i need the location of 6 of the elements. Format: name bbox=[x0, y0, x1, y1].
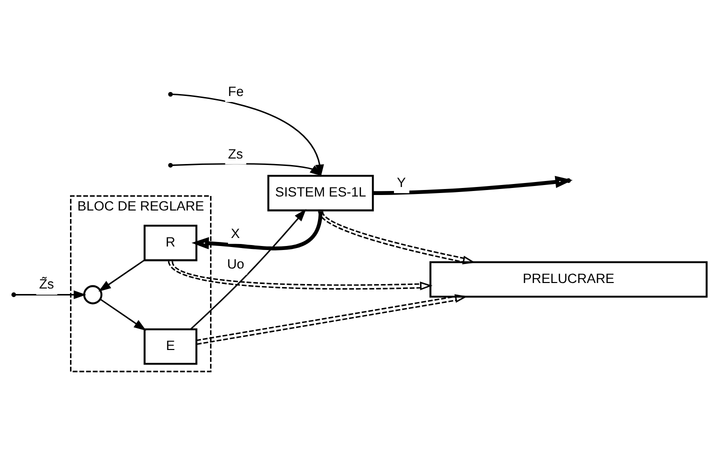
edge-label: Y bbox=[396, 174, 406, 190]
edge-label: Fe bbox=[228, 83, 244, 98]
edge-label: Zs bbox=[228, 146, 243, 161]
edge-label: Uo bbox=[227, 256, 244, 272]
edge-label: Z̃s bbox=[39, 276, 54, 292]
edge-label: X bbox=[230, 225, 240, 240]
